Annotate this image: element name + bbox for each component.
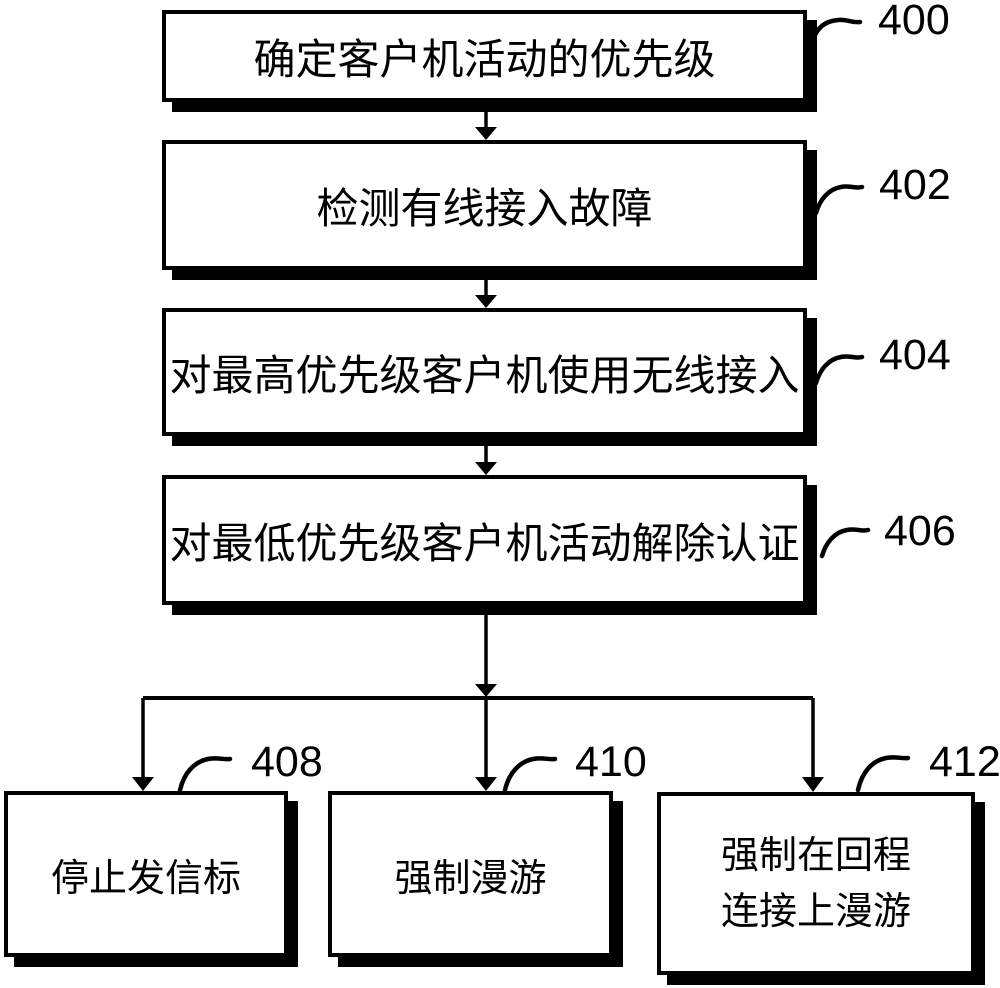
arrow-406-branch-head-icon [475, 684, 497, 697]
process-box-412-line2: 连接上漫游 [720, 890, 911, 933]
ref-label-404: 404 [879, 331, 951, 379]
ref-label-402: 402 [879, 161, 951, 209]
process-box-402: 检测有线接入故障 [162, 140, 807, 270]
arrow-404-406-head-icon [475, 462, 497, 475]
ref-label-408: 408 [251, 738, 323, 786]
leader-curve-406-icon [819, 527, 871, 559]
leader-curve-404-icon [813, 354, 865, 386]
process-box-408-text: 停止发信标 [50, 857, 241, 900]
process-box-410: 强制漫游 [328, 791, 613, 957]
process-box-410-text: 强制漫游 [394, 857, 547, 900]
process-box-412-text: 强制在回程 连接上漫游 [721, 828, 911, 940]
arrow-400-402-head-icon [475, 127, 497, 140]
leader-curve-402-icon [813, 184, 865, 216]
ref-label-406: 406 [884, 507, 956, 555]
arrow-branch-412-head-icon [802, 777, 824, 792]
ref-label-412: 412 [929, 738, 1000, 786]
process-box-406: 对最低优先级客户机活动解除认证 [162, 475, 807, 605]
process-box-406-text: 对最低优先级客户机活动解除认证 [169, 519, 800, 567]
process-box-412: 强制在回程 连接上漫游 [657, 792, 975, 975]
leader-curve-408-icon [177, 756, 233, 793]
arrow-402-404-head-icon [475, 295, 497, 308]
leader-curve-412-icon [855, 755, 911, 793]
arrow-branch-410-head-icon [475, 777, 497, 791]
leader-curve-400-icon [810, 17, 863, 43]
process-box-402-text: 检测有线接入故障 [316, 184, 653, 232]
process-box-404: 对最高优先级客户机使用无线接入 [162, 308, 807, 436]
ref-label-410: 410 [575, 738, 647, 786]
process-box-400: 确定客户机活动的优先级 [162, 10, 807, 102]
leader-curve-410-icon [502, 756, 558, 793]
process-box-404-text: 对最高优先级客户机使用无线接入 [169, 351, 800, 399]
ref-label-400: 400 [878, 0, 950, 44]
arrow-branch-408-head-icon [132, 777, 154, 791]
process-box-408: 停止发信标 [4, 791, 288, 957]
process-box-400-text: 确定客户机活动的优先级 [253, 35, 716, 83]
process-box-412-line1: 强制在回程 [720, 834, 911, 877]
